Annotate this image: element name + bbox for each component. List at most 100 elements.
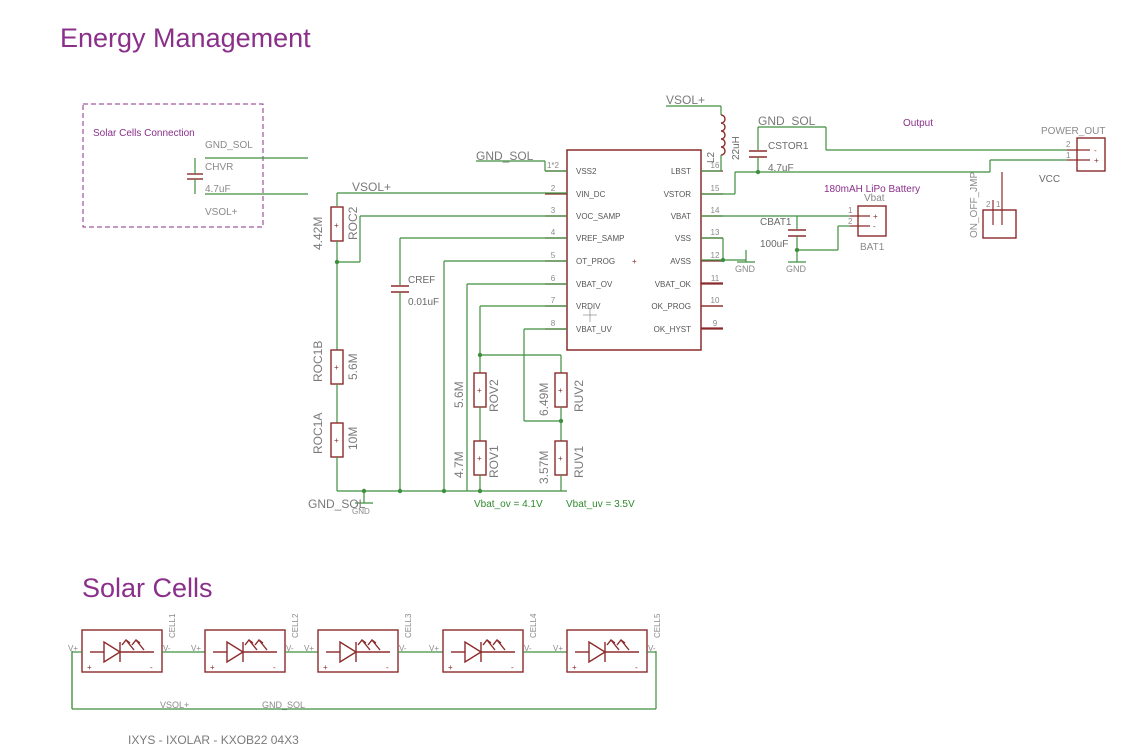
svg-text:+: + [334,221,339,230]
cbat-label: CBAT1 [760,217,792,228]
ic-right-pin-name: VBAT_OK [655,280,692,289]
jmp-pin2: 2 [986,200,991,209]
solar-cell: +-V+V-CELL4 [429,613,538,673]
cell-vminus-label: V- [286,644,294,653]
pout-pin1: 1 [1066,151,1071,160]
ic-right-pin-name: AVSS [670,257,691,266]
roc2-value: 4.42M [311,217,325,250]
conn-gnd-label: GND_SOL [205,140,253,151]
ic-right-pin-name: VBAT [671,212,691,221]
roc1b-value: 5.6M [346,353,360,380]
l2-value: 22uH [731,136,742,160]
roc1a-label: ROC1A [311,413,325,454]
solar-cells-title: Solar Cells [82,573,213,603]
ic-left-pin-number: 2 [551,184,556,193]
energy-harvester-ic: + 1*2VSS22VIN_DC3VOC_SAMP4VREF_SAMP5OT_P… [545,149,723,351]
pout-pin2: 2 [1066,140,1071,149]
bat-value: Vbat [864,193,885,204]
solar-cells-connection-frame: Solar Cells Connection GND_SOL CHVR 4.7u… [82,103,308,228]
gnd-cbat-label: GND [786,264,807,274]
jumper-label: ON_OFF_JMP [969,172,980,238]
cell-vplus-label: V+ [191,644,201,653]
svg-text:+: + [334,363,339,372]
gnd-sol-top-net: GND_SOL [476,149,534,163]
ic-right-pin-number: 15 [711,184,720,193]
vsol-cells-net: VSOL+ [160,700,189,710]
l2-label: L2 [706,151,717,163]
resistor-roc1b: + [330,349,344,385]
cell-vminus-label: V- [524,644,532,653]
bat-pin1: 1 [848,206,853,215]
ic-right-pin-name: LBST [671,167,691,176]
cstor-label: CSTOR1 [768,141,809,152]
ruv2-label: RUV2 [572,380,586,412]
cell-name-label: CELL5 [653,613,662,638]
power-out-label: POWER_OUT [1041,126,1105,137]
ic-right-pin-name: VSS [675,234,691,243]
ic-left-pin-number: 6 [551,274,556,283]
ic-left-pin-name: VBAT_OV [576,280,613,289]
energy-management-title: Energy Management [60,23,311,53]
cell-plus-sign: + [87,663,92,672]
chvr-label: CHVR [205,162,233,173]
solar-cell: +-V+V-CELL3 [304,613,413,673]
cref-value: 0.01uF [408,297,439,308]
ic-left-pin-name: VREF_SAMP [576,234,624,243]
cell-minus-sign: - [150,663,153,672]
ic-left-pin-number: 8 [551,319,556,328]
cstor-value: 4.7uF [768,163,794,174]
cell-plus-sign: + [210,663,215,672]
resistor-rov1: + [473,440,487,476]
svg-text:+: + [1094,156,1099,165]
roc1a-value: 10M [346,427,360,450]
ic-right-pin-number: 14 [711,206,720,215]
vbat-uv-note: Vbat_uv = 3.5V [566,499,635,510]
resistor-ruv1: + [554,440,568,476]
ic-right-pin-number: 9 [713,319,718,328]
battery-bat1: + - [850,205,887,237]
rov2-label: ROV2 [487,379,501,412]
cell-plus-sign: + [572,663,577,672]
ic-right-pins: 16LBST15VSTOR14VBAT13VSS12AVSS11VBAT_OK1… [651,161,723,334]
capacitor-cref [391,285,409,293]
ic-right-pin-name: OK_PROG [651,302,691,311]
bat-name: BAT1 [860,242,885,253]
ic-right-pin-name: OK_HYST [654,325,691,334]
gnd-sol-cells-net: GND_SOL [262,700,305,710]
cell-vplus-label: V+ [553,644,563,653]
ic-right-pin-name: VSTOR [664,190,692,199]
ic-left-pin-name: VOC_SAMP [576,212,620,221]
gnd-bottom-label: GND [352,507,370,516]
cell-minus-sign: - [273,663,276,672]
solar-cell: + - V+ V- CELL2 [191,613,300,673]
cell-name-label: CELL2 [291,613,300,638]
cell-minus-sign: - [511,663,514,672]
ic-right-pin-number: 10 [711,296,720,305]
cell-name-label: CELL1 [168,613,177,638]
on-off-jumper [982,172,1017,239]
ic-left-pin-name: VIN_DC [576,190,606,199]
cell-vminus-label: V- [163,644,171,653]
ic-left-pin-name: VBAT_UV [576,325,613,334]
connection-frame-label: Solar Cells Connection [93,128,195,139]
ic-right-pin-number: 11 [711,274,720,283]
inductor-l2 [720,114,726,156]
ic-left-pin-number: 5 [551,251,556,260]
ic-left-pin-number: 1*2 [547,161,560,170]
solar-cell: +-V+V-CELL5 [553,613,662,673]
ic-left-pin-name: OT_PROG [576,257,615,266]
battery-desc: 180mAH LiPo Battery [824,184,920,195]
chvr-capacitor [187,158,203,194]
rov2-value: 5.6M [452,381,466,408]
solar-cell: +-V+V-CELL1 [68,613,177,673]
output-label: Output [903,118,933,129]
resistor-roc1a: + [330,422,344,458]
capacitor-cstor1 [749,150,767,158]
svg-text:-: - [1094,146,1097,155]
ic-right-pin-number: 12 [711,251,720,260]
conn-vsol-label: VSOL+ [205,207,238,218]
solar-cells-row: + - V+ V- CELL1 + - V+ V- CELL2 +-V+V-CELL3 +-V+V-C… [68,613,662,709]
vcc-label: VCC [1039,174,1060,185]
vsol-top-net: VSOL+ [666,93,705,107]
